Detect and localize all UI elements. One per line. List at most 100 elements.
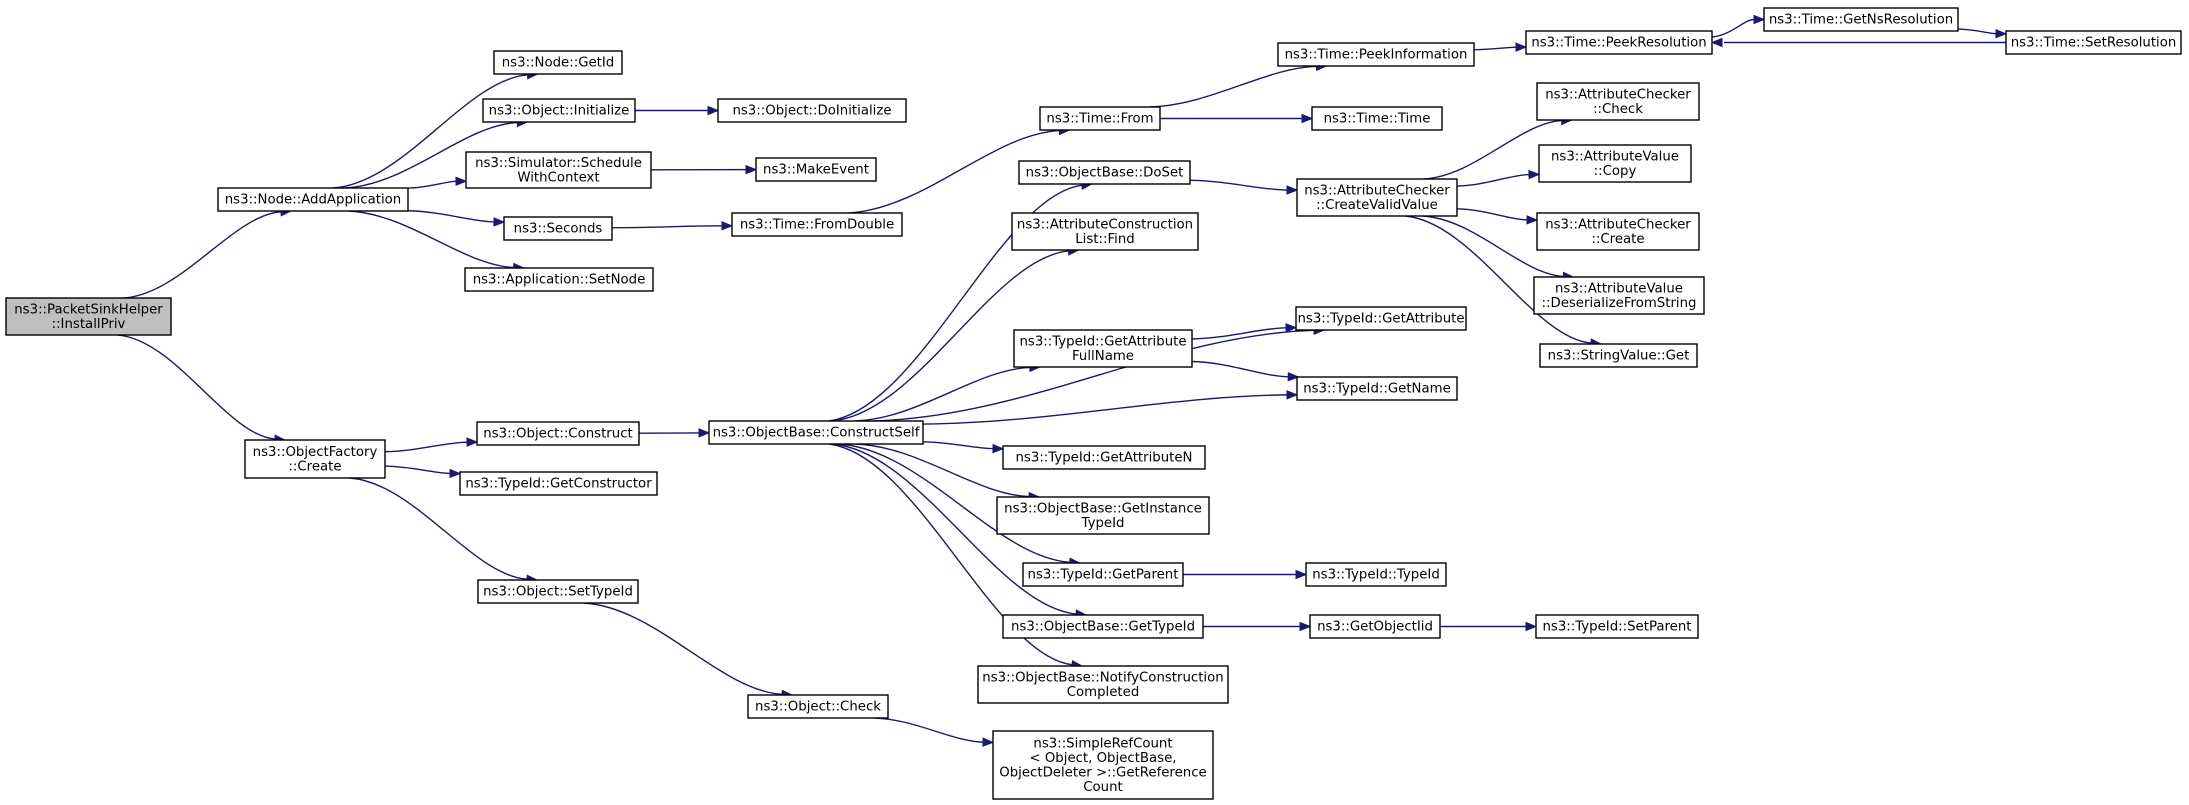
edge-objectfactorycreate-to-getconstructor [384, 465, 451, 475]
edge-addapplication-to-seconds [407, 210, 495, 223]
edges-layer [117, 14, 2008, 747]
node-box-setparent [1535, 614, 1699, 639]
node-label-settypeid: ns3::Object::SetTypeId [483, 585, 633, 600]
node-notifyconstructioncompleted[interactable]: ns3::ObjectBase::NotifyConstructionCompl… [977, 665, 1229, 704]
edge-objectcheck-to-getreferencecount [874, 717, 984, 743]
edge-constructself-to-getinstancetypeid [855, 443, 1030, 498]
node-label-addapplication: ns3::Node::AddApplication [225, 193, 401, 208]
node-initialize[interactable]: ns3::Object::Initialize [482, 98, 636, 123]
node-peekresolution[interactable]: ns3::Time::PeekResolution [1525, 30, 1713, 55]
node-box-doset [1018, 160, 1191, 185]
node-label-createvalidvalue: ns3::AttributeChecker [1304, 183, 1450, 198]
arrowhead-getattributefullname-to-getname [1287, 372, 1300, 382]
node-label-typeidtypeid: ns3::TypeId::TypeId [1312, 568, 1440, 583]
node-stringvalueget[interactable]: ns3::StringValue::Get [1539, 343, 1698, 368]
node-getnsresolution[interactable]: ns3::Time::GetNsResolution [1763, 7, 1959, 32]
node-setparent[interactable]: ns3::TypeId::SetParent [1535, 614, 1699, 639]
node-objectfactorycreate[interactable]: ns3::ObjectFactory::Create [244, 439, 386, 479]
node-label-getreferencecount: Count [1083, 780, 1123, 795]
node-box-objectfactorycreate [244, 439, 386, 479]
node-installpriv[interactable]: ns3::PacketSinkHelper::InstallPriv [5, 297, 172, 336]
arrowhead-peekinformation-to-peekresolution [1515, 42, 1528, 52]
node-getid[interactable]: ns3::Node::GetId [493, 50, 623, 75]
node-checkercreate[interactable]: ns3::AttributeChecker::Create [1536, 212, 1700, 251]
node-label-getattributen: ns3::TypeId::GetAttributeN [1016, 451, 1193, 466]
edge-getattributefullname-to-getattribute [1191, 327, 1287, 340]
node-seconds[interactable]: ns3::Seconds [503, 216, 613, 241]
node-getattribute[interactable]: ns3::TypeId::GetAttribute [1295, 306, 1467, 331]
node-getparent[interactable]: ns3::TypeId::GetParent [1022, 562, 1184, 587]
node-label-checkercheck: ns3::AttributeChecker [1545, 87, 1691, 102]
node-timefrom[interactable]: ns3::Time::From [1039, 106, 1161, 131]
node-box-doinitialize [717, 98, 907, 123]
node-label-constructionlistfind: List::Find [1075, 232, 1134, 247]
node-getobjectiid[interactable]: ns3::GetObjectIid [1309, 614, 1441, 639]
arrowhead-seconds-to-fromdouble [721, 221, 734, 231]
edge-constructself-to-doset [828, 184, 1082, 422]
node-valuecopy[interactable]: ns3::AttributeValue::Copy [1538, 144, 1692, 183]
node-box-peekresolution [1525, 30, 1713, 55]
node-addapplication[interactable]: ns3::Node::AddApplication [217, 187, 409, 212]
node-setresolution[interactable]: ns3::Time::SetResolution [2005, 30, 2182, 55]
node-gettypeid[interactable]: ns3::ObjectBase::GetTypeId [1002, 614, 1204, 639]
node-box-getattributen [1002, 445, 1206, 470]
node-label-valuecopy: ns3::AttributeValue [1551, 149, 1679, 164]
node-box-constructionlistfind [1011, 212, 1199, 251]
node-label-makeevent: ns3::MakeEvent [763, 163, 869, 178]
node-label-getinstancetypeid: ns3::ObjectBase::GetInstance [1004, 501, 1202, 516]
edge-addapplication-to-schedulewithcontext [407, 180, 457, 189]
node-label-getconstructor: ns3::TypeId::GetConstructor [465, 477, 652, 492]
edge-getattributefullname-to-getname [1191, 360, 1289, 378]
node-doinitialize[interactable]: ns3::Object::DoInitialize [717, 98, 907, 123]
arrowhead-createvalidvalue-to-checkercreate [1526, 215, 1539, 225]
node-label-constructself: ns3::ObjectBase::ConstructSelf [713, 426, 920, 441]
arrowhead-getobjectiid-to-setparent [1525, 621, 1538, 632]
node-box-getid [493, 50, 623, 75]
node-box-setnode [464, 267, 654, 292]
node-fromdouble[interactable]: ns3::Time::FromDouble [731, 212, 903, 237]
node-box-timetime [1311, 106, 1443, 131]
node-peekinformation[interactable]: ns3::Time::PeekInformation [1277, 42, 1475, 67]
node-label-setparent: ns3::TypeId::SetParent [1542, 620, 1691, 635]
node-box-notifyconstructioncompleted [977, 665, 1229, 704]
edge-constructself-to-getattributefullname [855, 366, 1030, 422]
node-settypeid[interactable]: ns3::Object::SetTypeId [477, 579, 639, 604]
node-timetime[interactable]: ns3::Time::Time [1311, 106, 1443, 131]
edge-fromdouble-to-timefrom [847, 129, 1060, 214]
node-typeidtypeid[interactable]: ns3::TypeId::TypeId [1305, 562, 1447, 587]
node-objectconstruct[interactable]: ns3::Object::Construct [476, 421, 640, 446]
arrowhead-initialize-to-doinitialize [707, 105, 720, 116]
node-box-stringvalueget [1539, 343, 1698, 368]
node-objectcheck[interactable]: ns3::Object::Check [747, 694, 889, 719]
node-box-seconds [503, 216, 613, 241]
node-label-installpriv: ::InstallPriv [52, 317, 126, 332]
edge-constructself-to-notifyconstructioncompleted [829, 443, 1073, 666]
edge-peekinformation-to-peekresolution [1473, 46, 1517, 51]
node-deserializefromstring[interactable]: ns3::AttributeValue::DeserializeFromStri… [1533, 276, 1705, 315]
arrowhead-getnsresolution-to-setresolution [1995, 28, 2008, 39]
edge-constructself-to-constructionlistfind [832, 250, 1069, 422]
node-getattributen[interactable]: ns3::TypeId::GetAttributeN [1002, 445, 1206, 470]
node-doset[interactable]: ns3::ObjectBase::DoSet [1018, 160, 1191, 185]
node-getconstructor[interactable]: ns3::TypeId::GetConstructor [459, 471, 658, 496]
node-box-getparent [1022, 562, 1184, 587]
node-checkercheck[interactable]: ns3::AttributeChecker::Check [1536, 82, 1700, 121]
node-label-constructionlistfind: ns3::AttributeConstruction [1017, 217, 1193, 232]
arrowhead-objectcheck-to-getreferencecount [982, 737, 995, 747]
node-setnode[interactable]: ns3::Application::SetNode [464, 267, 654, 292]
node-getreferencecount[interactable]: ns3::SimpleRefCount< Object, ObjectBase,… [992, 730, 1214, 800]
node-constructself[interactable]: ns3::ObjectBase::ConstructSelf [708, 420, 924, 445]
node-makeevent[interactable]: ns3::MakeEvent [755, 157, 877, 182]
node-label-checkercreate: ::Create [1591, 232, 1644, 247]
node-box-getnsresolution [1763, 7, 1959, 32]
node-label-fromdouble: ns3::Time::FromDouble [740, 218, 894, 233]
arrowhead-addapplication-to-seconds [493, 217, 506, 227]
node-box-schedulewithcontext [465, 151, 652, 189]
node-createvalidvalue[interactable]: ns3::AttributeChecker::CreateValidValue [1296, 178, 1458, 217]
edge-createvalidvalue-to-valuecopy [1456, 173, 1530, 187]
node-getname[interactable]: ns3::TypeId::GetName [1296, 376, 1458, 401]
